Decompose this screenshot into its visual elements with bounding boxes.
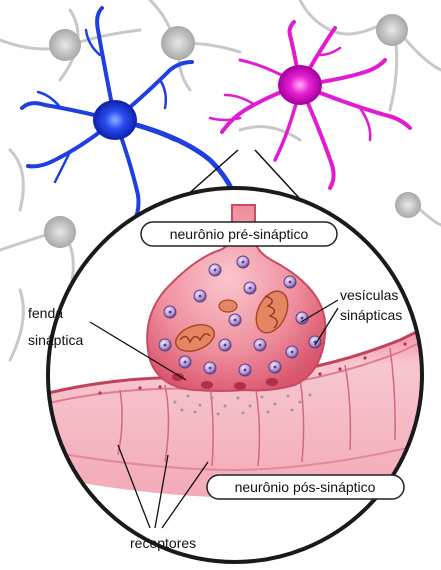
vesicles-label-line2: sinápticas	[340, 307, 402, 323]
magenta-neuron	[210, 22, 410, 188]
cleft-label-line2: sináptica	[28, 332, 83, 348]
cleft-label-line1: fenda	[28, 305, 63, 321]
pre-synaptic-text: neurônio pré-sináptico	[170, 226, 309, 242]
label-pre-synaptic: neurônio pré-sináptico	[141, 222, 337, 246]
vesicles-label-line1: vesículas	[340, 287, 398, 303]
label-post-synaptic: neurônio pós-sináptico	[207, 475, 404, 499]
receptors-label: receptores	[130, 535, 196, 551]
post-synaptic-text: neurônio pós-sináptico	[235, 479, 376, 495]
